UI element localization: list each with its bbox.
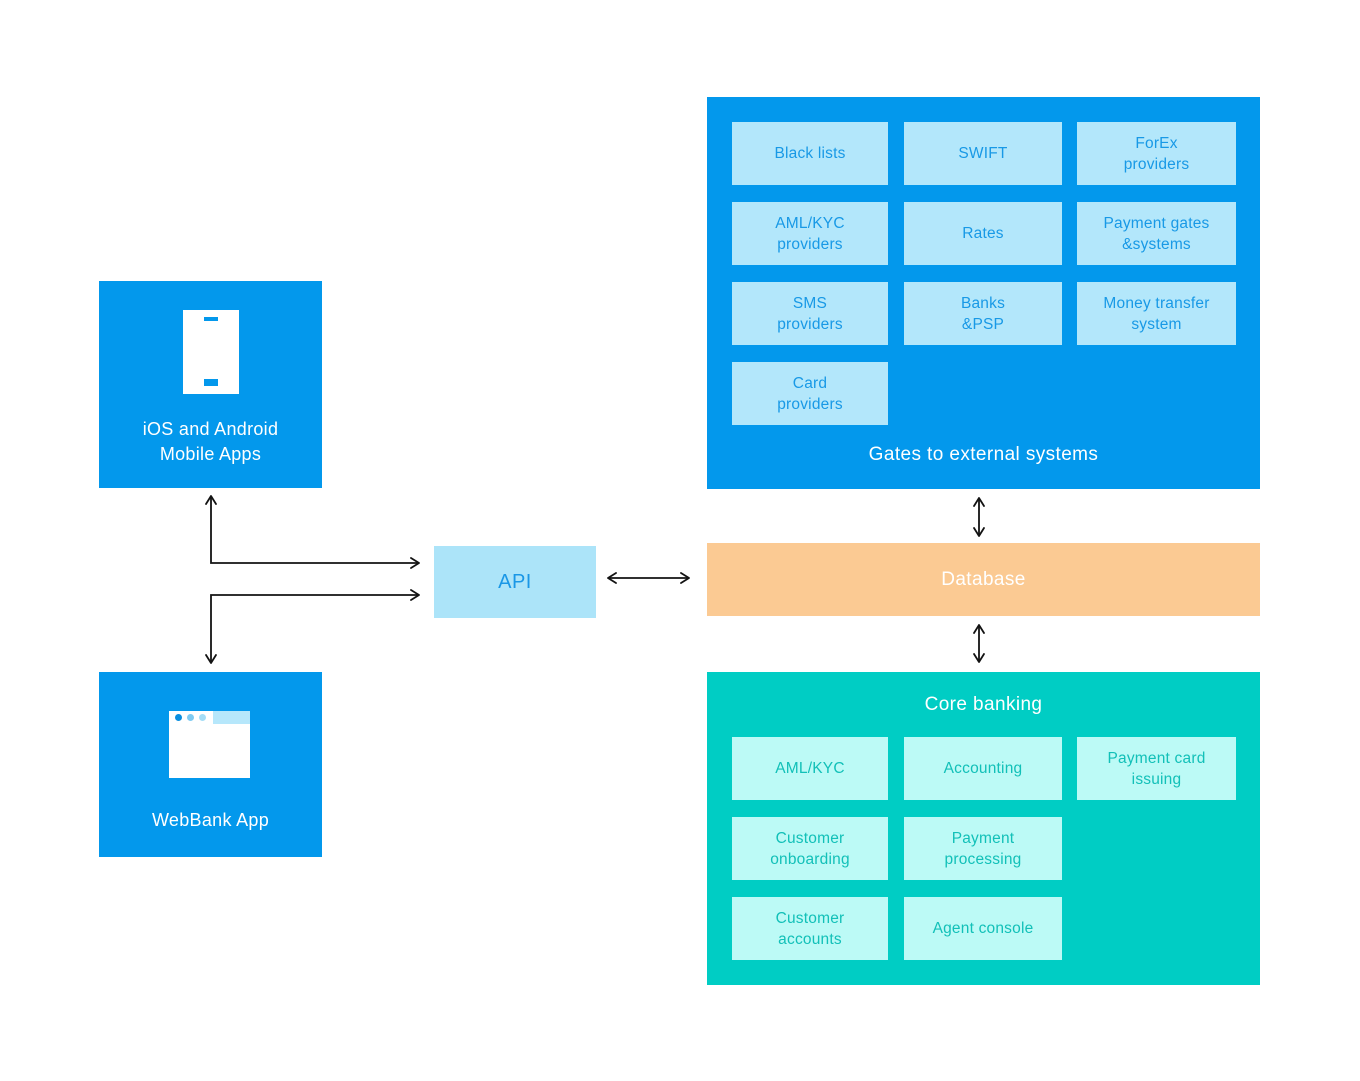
node-core-banking: Core banking AML/KYC Accounting Payment … <box>707 672 1260 985</box>
gate-item: Payment gates &systems <box>1077 202 1236 265</box>
browser-dot-icon <box>187 714 194 721</box>
phone-speaker-bar <box>204 317 218 321</box>
node-gates-external-systems: Black lists SWIFT ForEx providers AML/KY… <box>707 97 1260 489</box>
arrow-mobile-to-api <box>205 495 420 569</box>
gate-item: Black lists <box>732 122 888 185</box>
core-banking-title: Core banking <box>924 694 1043 715</box>
gate-item: ForEx providers <box>1077 122 1236 185</box>
core-item: Accounting <box>904 737 1062 800</box>
node-database: Database <box>707 543 1260 616</box>
core-item: Customer accounts <box>732 897 888 960</box>
core-item: Agent console <box>904 897 1062 960</box>
gate-item: Card providers <box>732 362 888 425</box>
node-api: API <box>434 546 596 618</box>
node-webbank-app: WebBank App <box>99 672 322 857</box>
gates-title: Gates to external systems <box>868 444 1099 465</box>
core-item: Payment card issuing <box>1077 737 1236 800</box>
core-item: AML/KYC <box>732 737 888 800</box>
database-label: Database <box>941 568 1026 590</box>
api-label: API <box>498 570 532 593</box>
gate-item: Rates <box>904 202 1062 265</box>
gate-item: Money transfer system <box>1077 282 1236 345</box>
gate-item: Banks &PSP <box>904 282 1062 345</box>
smartphone-icon <box>183 310 239 394</box>
core-item: Customer onboarding <box>732 817 888 880</box>
mobile-apps-label: iOS and Android Mobile Apps <box>142 419 279 464</box>
webbank-label: WebBank App <box>151 810 270 830</box>
browser-addressbar <box>213 711 250 724</box>
gate-item: SMS providers <box>732 282 888 345</box>
gate-item: AML/KYC providers <box>732 202 888 265</box>
gate-item: SWIFT <box>904 122 1062 185</box>
browser-dot-icon <box>175 714 182 721</box>
phone-home-button <box>204 379 218 386</box>
node-mobile-apps: iOS and Android Mobile Apps <box>99 281 322 488</box>
core-item: Payment processing <box>904 817 1062 880</box>
arrow-webbank-to-api <box>205 589 420 664</box>
browser-dot-icon <box>199 714 206 721</box>
browser-window-icon <box>169 711 250 778</box>
